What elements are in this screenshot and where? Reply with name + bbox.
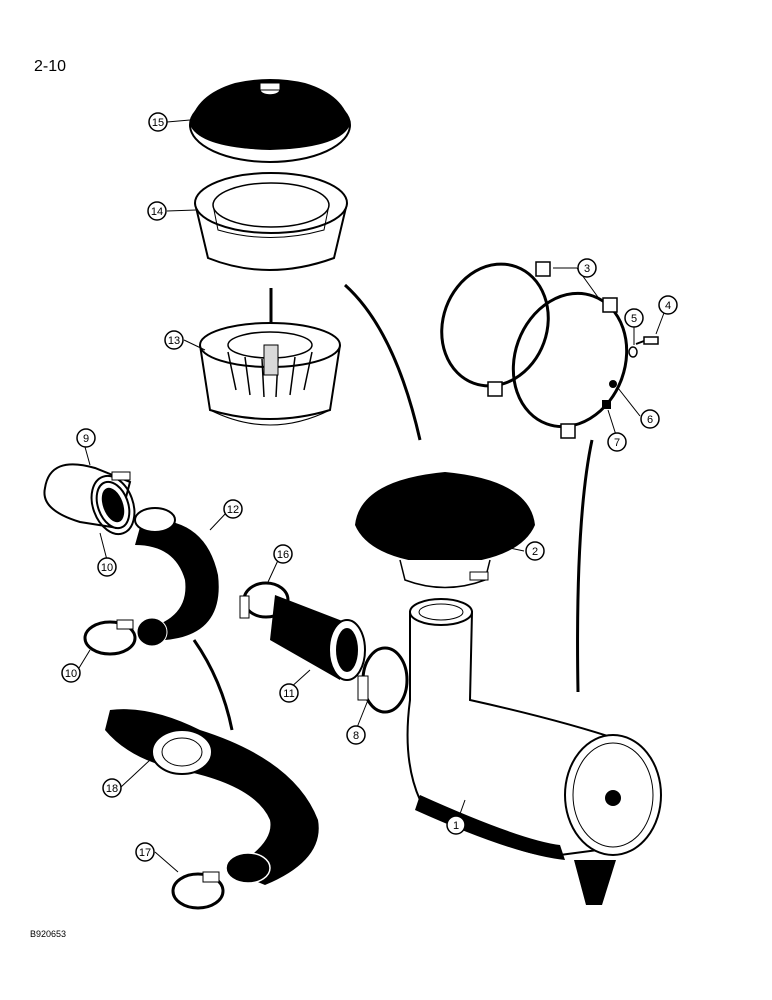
callout-18-label: 18: [106, 783, 118, 795]
callout-16: 16: [273, 544, 293, 564]
callout-11-label: 11: [283, 688, 294, 700]
part-9-rain-cap: [43, 463, 132, 530]
part-12-elbow-hose: [134, 507, 219, 647]
callout-3: 3: [577, 258, 597, 278]
part-15-cover: [189, 79, 351, 163]
part-11-hose-adapter: [270, 595, 366, 681]
callout-7-label: 7: [614, 437, 620, 449]
callout-17: 17: [135, 842, 155, 862]
part-16-clamp: [239, 581, 290, 619]
callout-2: 2: [525, 541, 545, 561]
callout-4-label: 4: [665, 300, 671, 312]
callout-17-label: 17: [139, 847, 151, 859]
clamp-hardware: [602, 336, 659, 409]
callout-9: 9: [76, 428, 96, 448]
callout-13: 13: [164, 330, 184, 350]
callout-2-label: 2: [532, 546, 538, 558]
part-1-air-cleaner-body: [406, 598, 662, 905]
part-8-clamp: [357, 646, 409, 714]
callout-5: 5: [624, 308, 644, 328]
callout-8: 8: [346, 725, 366, 745]
callout-10-upper-label: 10: [101, 562, 113, 574]
callout-5-label: 5: [631, 313, 637, 325]
callout-10-upper: 10: [97, 557, 117, 577]
part-14-shell: [194, 172, 348, 271]
callout-3-label: 3: [584, 263, 590, 275]
callout-15: 15: [148, 112, 168, 132]
callout-11: 11: [279, 683, 299, 703]
callout-18: 18: [102, 778, 122, 798]
callout-12: 12: [223, 499, 243, 519]
callout-12-label: 12: [227, 504, 239, 516]
callout-14-label: 14: [151, 206, 163, 218]
callout-1: 1: [446, 815, 466, 835]
callout-1-label: 1: [453, 820, 459, 832]
callout-15-label: 15: [152, 117, 164, 129]
callout-9-label: 9: [83, 433, 89, 445]
callout-6-label: 6: [647, 414, 653, 426]
callout-6: 6: [640, 409, 660, 429]
callout-7: 7: [607, 432, 627, 452]
callout-16-label: 16: [277, 549, 289, 561]
part-10-clamp-lower: [83, 619, 137, 656]
page-number: 2-10: [34, 58, 67, 75]
callout-8-label: 8: [353, 730, 359, 742]
callout-10-lower: 10: [61, 663, 81, 683]
part-13-precleaner-base: [199, 288, 341, 426]
part-17-clamp: [171, 871, 225, 910]
figure-code: B920653: [30, 929, 67, 939]
callout-13-label: 13: [168, 335, 180, 347]
part-10-clamp-upper: [90, 471, 136, 536]
assembly-guide-lines: [192, 283, 594, 731]
part-3-band-clamps: [440, 261, 629, 439]
part-2-element-cover: [355, 472, 535, 589]
callouts: 1 2 3 4 5 6 7: [61, 112, 678, 862]
callout-4: 4: [658, 295, 678, 315]
callout-14: 14: [147, 201, 167, 221]
callout-10-lower-label: 10: [65, 668, 77, 680]
part-18-intake-hose: [105, 709, 319, 885]
